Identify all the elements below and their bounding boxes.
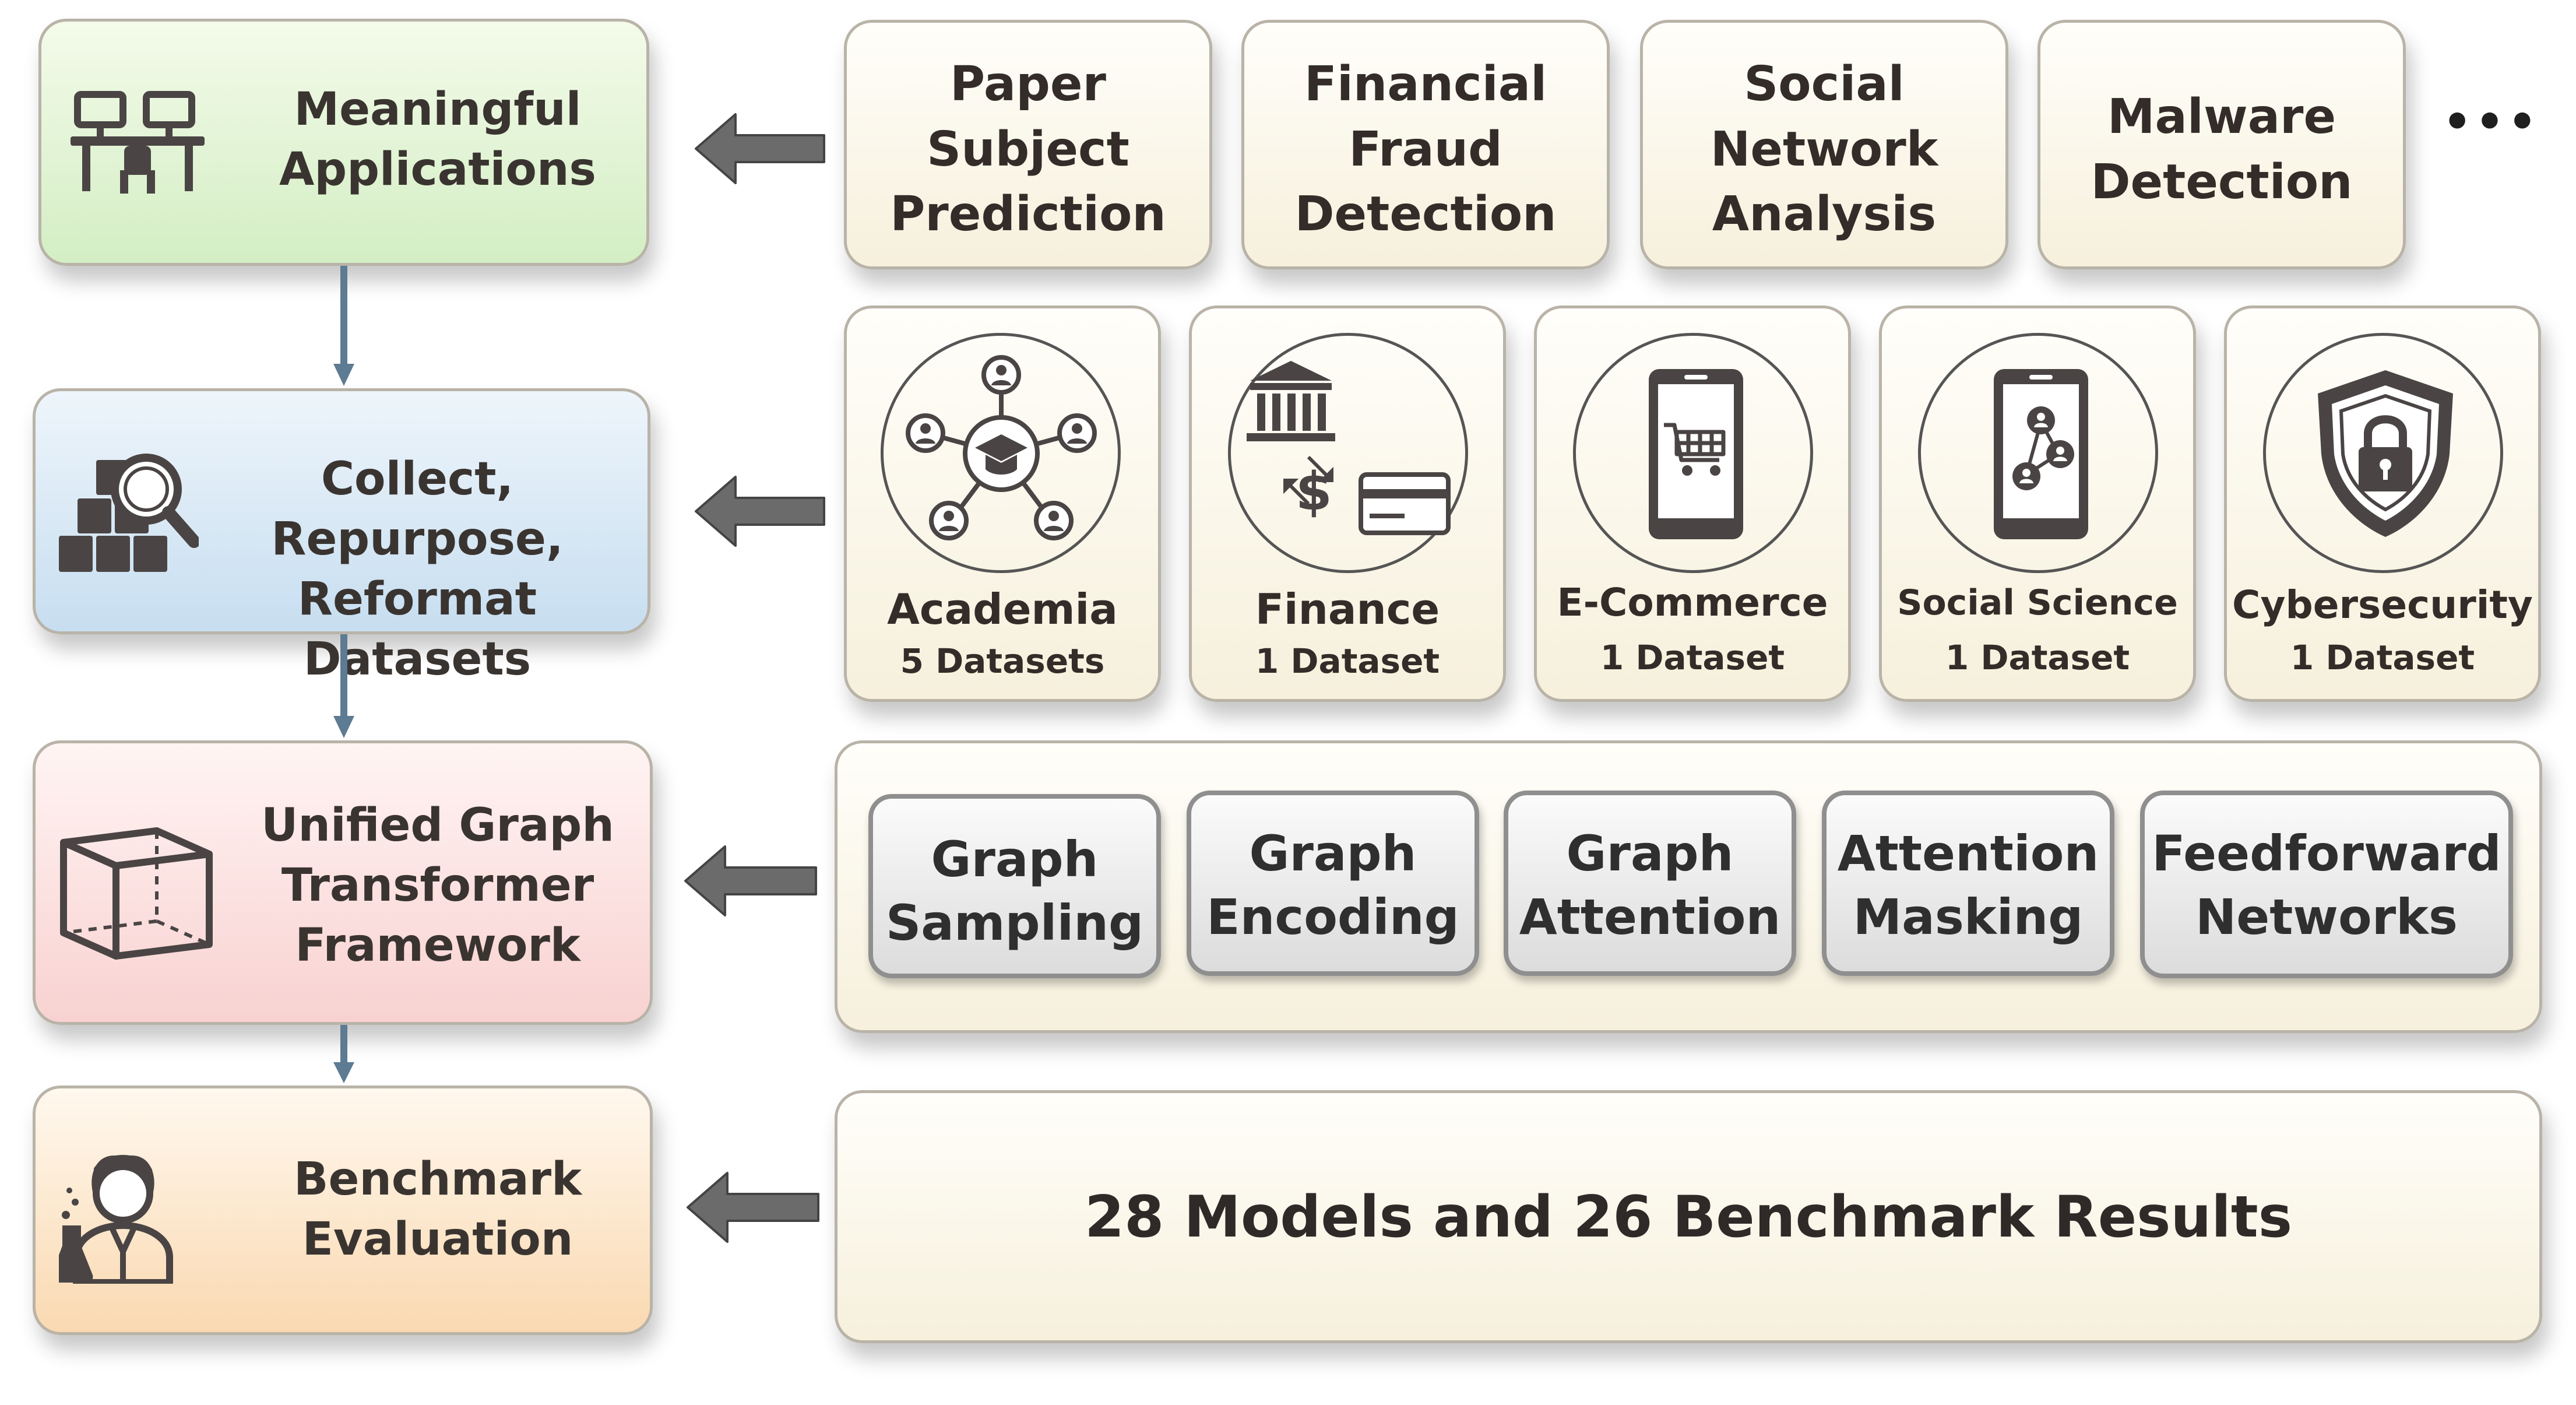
scientist-icon <box>59 1155 173 1284</box>
component-label: Feedforward Networks <box>2152 825 2501 946</box>
application-label: Social Network Analysis <box>1710 57 1938 243</box>
component-label: Graph Attention <box>1519 825 1781 946</box>
dataset-name: Social Science <box>1897 582 2178 623</box>
connector-1 <box>333 266 354 386</box>
more-applications-ellipsis: ••• <box>2443 96 2540 149</box>
dataset-icon-circle <box>1573 333 1813 573</box>
component-label: Graph Sampling <box>885 831 1144 952</box>
dataset-card-finance: $ Finance 1 Dataset <box>1189 305 1506 702</box>
application-card: Financial Fraud Detection <box>1241 20 1610 269</box>
stage-evaluation: Benchmark Evaluation <box>33 1086 653 1335</box>
component-card: Feedforward Networks <box>2140 791 2513 978</box>
connector-2 <box>333 634 354 738</box>
arrow-framework <box>684 845 817 916</box>
application-card: Social Network Analysis <box>1640 20 2008 269</box>
application-label: Financial Fraud Detection <box>1294 57 1557 243</box>
component-label: Attention Masking <box>1837 825 2099 946</box>
component-label: Graph Encoding <box>1206 825 1459 946</box>
bank-card-icon: $ <box>1247 361 1451 535</box>
arrow-datasets <box>695 476 825 547</box>
dataset-name: Cybersecurity <box>2232 582 2533 627</box>
dataset-card-social-science: Social Science 1 Dataset <box>1879 305 2196 702</box>
dataset-count: 1 Dataset <box>2290 638 2475 677</box>
dataset-icon-circle <box>1228 333 1468 573</box>
dataset-card-cybersecurity: Cybersecurity 1 Dataset <box>2224 305 2541 702</box>
dataset-name: Finance <box>1255 585 1440 634</box>
benchmark-results-label: 28 Models and 26 Benchmark Results <box>1084 1184 2293 1251</box>
application-card: Malware Detection <box>2037 20 2406 269</box>
stage-applications: Meaningful Applications <box>38 19 649 266</box>
dataset-card-academia: Academia 5 Datasets <box>844 305 1161 702</box>
application-label: Malware Detection <box>2091 89 2353 210</box>
dataset-name: Academia <box>887 585 1118 634</box>
phone-network-icon <box>1994 369 2088 539</box>
stage-applications-label: Meaningful Applications <box>279 83 596 196</box>
component-card: Graph Encoding <box>1187 791 1479 976</box>
dataset-icon-circle <box>1918 333 2158 573</box>
stage-framework-label: Unified Graph Transformer Framework <box>261 799 614 972</box>
workstations-icon <box>71 91 205 194</box>
component-card: Graph Sampling <box>868 794 1161 978</box>
stage-framework: Unified Graph Transformer Framework <box>33 740 653 1025</box>
arrow-applications <box>695 113 825 184</box>
dataset-count: 1 Dataset <box>1945 638 2130 677</box>
connector-3 <box>333 1025 354 1083</box>
dataset-count: 1 Dataset <box>1255 641 1440 681</box>
phone-cart-icon <box>1649 369 1743 539</box>
application-label: Paper Subject Prediction <box>890 57 1166 243</box>
stage-evaluation-label: Benchmark Evaluation <box>294 1153 582 1266</box>
dataset-icon-circle <box>2263 333 2503 573</box>
dataset-icon-circle <box>881 333 1121 573</box>
shield-lock-icon <box>2318 370 2453 537</box>
component-card: Graph Attention <box>1504 791 1796 976</box>
dataset-name: E-Commerce <box>1557 580 1828 625</box>
component-card: Attention Masking <box>1822 791 2114 976</box>
stage-datasets: Collect, Repurpose, Reformat Datasets <box>33 388 650 686</box>
dataset-count: 1 Dataset <box>1600 638 1785 677</box>
arrow-evaluation <box>687 1172 819 1243</box>
cube-icon <box>60 827 213 960</box>
dataset-card-ecommerce: E-Commerce 1 Dataset <box>1534 305 1851 702</box>
stage-datasets-label: Collect, Repurpose, Reformat Datasets <box>271 453 564 686</box>
benchmark-results-panel: 28 Models and 26 Benchmark Results <box>835 1090 2542 1343</box>
application-card: Paper Subject Prediction <box>844 20 1212 269</box>
dataset-count: 5 Datasets <box>900 641 1105 681</box>
svg-text:$: $ <box>1296 461 1332 522</box>
boxes-magnifier-icon <box>59 454 199 572</box>
academia-network-icon <box>906 355 1097 540</box>
